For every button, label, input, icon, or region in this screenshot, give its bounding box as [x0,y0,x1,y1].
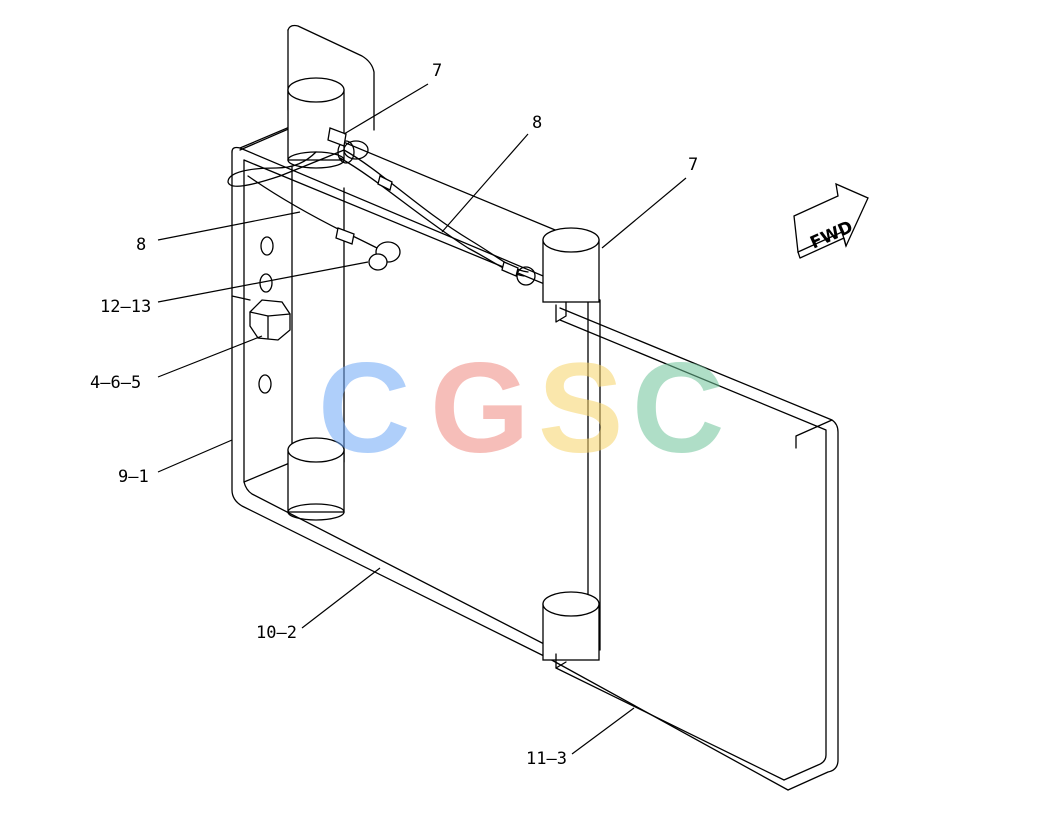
hex-bolt-4-6-5 [231,295,291,341]
pin-top-right [542,227,600,323]
callout-10-2: 10–2 [256,623,297,643]
callout-8-top: 8 [532,113,542,133]
pin-bottom-left [287,437,345,521]
callout-7-top: 7 [432,61,442,81]
frame-holes [258,119,301,394]
bracket-frame [231,123,601,659]
callout-labels: 7 8 7 8 12–13 4–6–5 9–1 10–2 11–3 [90,61,698,769]
callout-11-3: 11–3 [526,749,567,769]
leader-lines [157,83,687,755]
pin-top-left [287,77,345,169]
pin-bottom-right [542,591,600,669]
watermark-letter: G [430,337,530,480]
lanyard-cables-8 [227,127,536,286]
callout-9-1: 9–1 [118,467,149,487]
callout-12-13: 12–13 [100,297,151,317]
watermark: C G S C [318,337,724,480]
callout-8-left: 8 [136,235,146,255]
channel-plate-11-3 [547,307,839,791]
watermark-letter: S [538,337,623,480]
watermark-letter: C [318,337,410,480]
fwd-arrow-icon: FWD [793,182,869,259]
callout-4-6-5: 4–6–5 [90,373,141,393]
callout-7-right: 7 [688,155,698,175]
watermark-letter: C [632,337,724,480]
